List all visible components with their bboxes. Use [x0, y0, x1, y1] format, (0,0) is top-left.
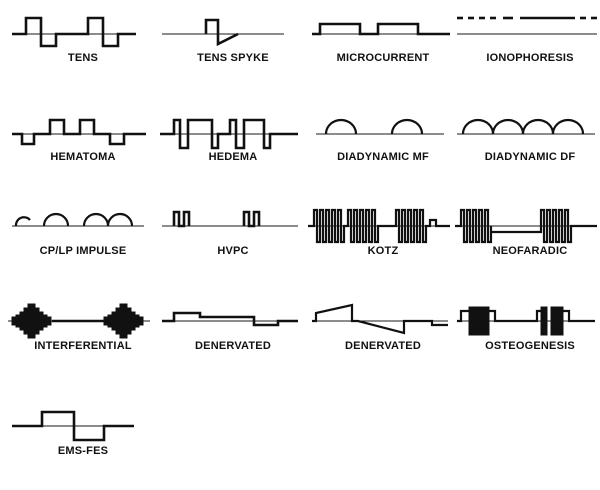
- waveform-label: DENERVATED: [195, 340, 271, 352]
- waveform-interferential-graphic: [8, 303, 150, 339]
- waveform-denervated-1: DENERVATED: [158, 295, 308, 385]
- waveform-denervated-2-graphic: [312, 303, 448, 335]
- waveform-ems-fes: EMS-FES: [8, 400, 158, 490]
- waveform-label: TENS: [67, 52, 99, 64]
- waveform-hvpc: HVPC: [158, 200, 308, 290]
- waveform-kotz-graphic: [308, 208, 450, 244]
- waveform-denervated-2: DENERVATED: [308, 295, 458, 385]
- waveform-label: NEOFARADIC: [492, 245, 568, 257]
- waveform-hedema-graphic: [160, 118, 298, 150]
- waveform-diagram: TENS TENS SPYKE MICROCURRENT IONOPHORESIS HE…: [8, 8, 600, 457]
- waveform-tens-spyke-graphic: [162, 18, 284, 47]
- waveform-label: MICROCURRENT: [336, 52, 430, 64]
- waveform-osteogenesis-graphic: [457, 306, 595, 336]
- waveform-label: HVPC: [217, 245, 249, 257]
- waveform-tens-graphic: [12, 16, 136, 48]
- waveform-label: CP/LP IMPULSE: [39, 245, 127, 257]
- waveform-ionophoresis-graphic: [457, 16, 597, 35]
- waveform-hematoma-graphic: [12, 118, 146, 146]
- waveform-ionophoresis: IONOPHORESIS: [455, 8, 600, 98]
- waveform-denervated-1-graphic: [162, 311, 298, 327]
- waveform-diadynamic-df: DIADYNAMIC DF: [455, 108, 600, 198]
- waveform-label: INTERFERENTIAL: [34, 340, 132, 352]
- waveform-label: DENERVATED: [345, 340, 421, 352]
- waveform-hedema: HEDEMA: [158, 108, 308, 198]
- waveform-microcurrent-graphic: [312, 22, 450, 36]
- waveform-label: HEMATOMA: [50, 151, 116, 163]
- waveform-interferential: INTERFERENTIAL: [8, 295, 158, 385]
- waveform-tens-spyke: TENS SPYKE: [158, 8, 308, 98]
- waveform-ems-fes-graphic: [12, 410, 134, 442]
- waveform-cp-lp-impulse-graphic: [12, 212, 144, 227]
- waveform-tens: TENS: [8, 8, 158, 98]
- waveform-neofaradic: NEOFARADIC: [455, 200, 600, 290]
- waveform-label: OSTEOGENESIS: [485, 340, 575, 352]
- waveform-label: EMS-FES: [57, 445, 109, 457]
- waveform-kotz: KOTZ: [308, 200, 458, 290]
- waveform-microcurrent: MICROCURRENT: [308, 8, 458, 98]
- waveform-hematoma: HEMATOMA: [8, 108, 158, 198]
- waveform-label: HEDEMA: [208, 151, 258, 163]
- waveform-diadynamic-mf: DIADYNAMIC MF: [308, 108, 458, 198]
- waveform-label: KOTZ: [367, 245, 399, 257]
- waveform-label: TENS SPYKE: [197, 52, 269, 64]
- waveform-osteogenesis: OSTEOGENESIS: [455, 295, 600, 385]
- waveform-neofaradic-graphic: [455, 208, 597, 244]
- waveform-label: DIADYNAMIC DF: [484, 151, 576, 163]
- waveform-diadynamic-mf-graphic: [316, 118, 444, 135]
- waveform-cp-lp-impulse: CP/LP IMPULSE: [8, 200, 158, 290]
- waveform-label: DIADYNAMIC MF: [337, 151, 429, 163]
- waveform-hvpc-graphic: [162, 210, 298, 228]
- waveform-label: IONOPHORESIS: [486, 52, 574, 64]
- waveform-diadynamic-df-graphic: [457, 118, 595, 135]
